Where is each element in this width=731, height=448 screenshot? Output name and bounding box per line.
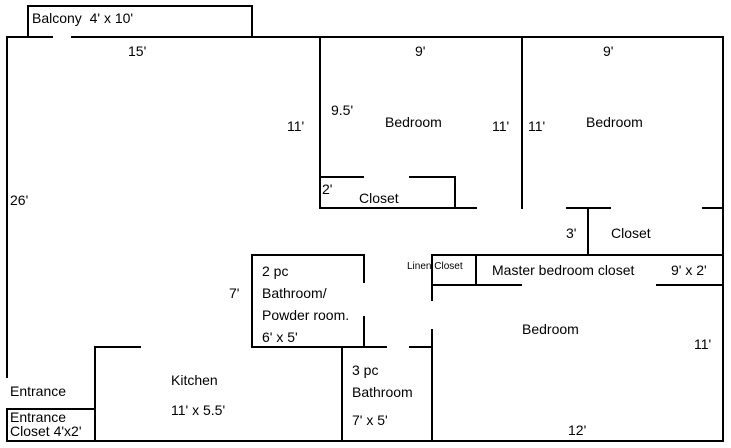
entrance-closet-line1: Entrance bbox=[10, 409, 67, 425]
entrance-label: Entrance bbox=[10, 383, 67, 399]
dim-closet2-depth: 3' bbox=[566, 225, 577, 241]
dim-top-left-width: 15' bbox=[128, 43, 147, 59]
dim-master-height: 11' bbox=[694, 336, 712, 352]
dim-bedroom1-inner: 9.5' bbox=[331, 102, 354, 118]
master-closet-label: Master bedroom closet bbox=[492, 262, 635, 278]
entrance-closet-line2: Closet 4'x2' bbox=[10, 423, 82, 439]
dim-bedroom2-height: 11' bbox=[528, 118, 546, 134]
powder-room-line1: 2 pc bbox=[262, 263, 289, 279]
powder-room-line3: Powder room. bbox=[262, 307, 350, 323]
kitchen-size: 11' x 5.5' bbox=[171, 402, 226, 418]
closet2-label: Closet bbox=[611, 225, 651, 241]
balcony-outline bbox=[27, 5, 253, 38]
powder-room-outline bbox=[251, 254, 365, 348]
bath3-line1: 3 pc bbox=[352, 362, 379, 378]
kitchen-label: Kitchen bbox=[171, 372, 218, 388]
bedroom1-label: Bedroom bbox=[385, 114, 442, 130]
powder-room-label: 2 pc Bathroom/ Powder room. 6' x 5' bbox=[262, 260, 349, 348]
dim-bedroom1-height-left: 11' bbox=[287, 118, 305, 134]
dim-closet1-depth: 2' bbox=[322, 181, 333, 197]
bath3-size: 7' x 5' bbox=[352, 412, 388, 428]
closet1-label: Closet bbox=[359, 190, 399, 206]
master-bedroom-label: Bedroom bbox=[522, 321, 579, 337]
dim-bathroom2pc-height: 7' bbox=[229, 285, 240, 301]
dim-master-closet-size: 9' x 2' bbox=[671, 262, 707, 278]
dim-overall-height: 26' bbox=[10, 192, 29, 208]
dim-bedroom2-width: 9' bbox=[603, 43, 614, 59]
balcony-name: Balcony bbox=[32, 10, 82, 26]
linen-closet-label: Linen Closet bbox=[407, 261, 463, 272]
balcony-label: Balcony 4' x 10' bbox=[32, 10, 133, 26]
bedroom2-label: Bedroom bbox=[586, 114, 643, 130]
bath3-line2: Bathroom bbox=[352, 384, 413, 400]
dim-master-width: 12' bbox=[568, 422, 587, 438]
dim-bedroom1-height-right: 11' bbox=[492, 118, 510, 134]
powder-room-line2: Bathroom/ bbox=[262, 285, 327, 301]
dim-bedroom1-width: 9' bbox=[415, 43, 426, 59]
entrance-closet-label: Entrance Closet 4'x2' bbox=[10, 410, 82, 438]
balcony-size: 4' x 10' bbox=[89, 10, 134, 26]
bath3-label: 3 pc Bathroom 7' x 5' bbox=[352, 359, 413, 431]
powder-room-size: 6' x 5' bbox=[262, 329, 298, 345]
